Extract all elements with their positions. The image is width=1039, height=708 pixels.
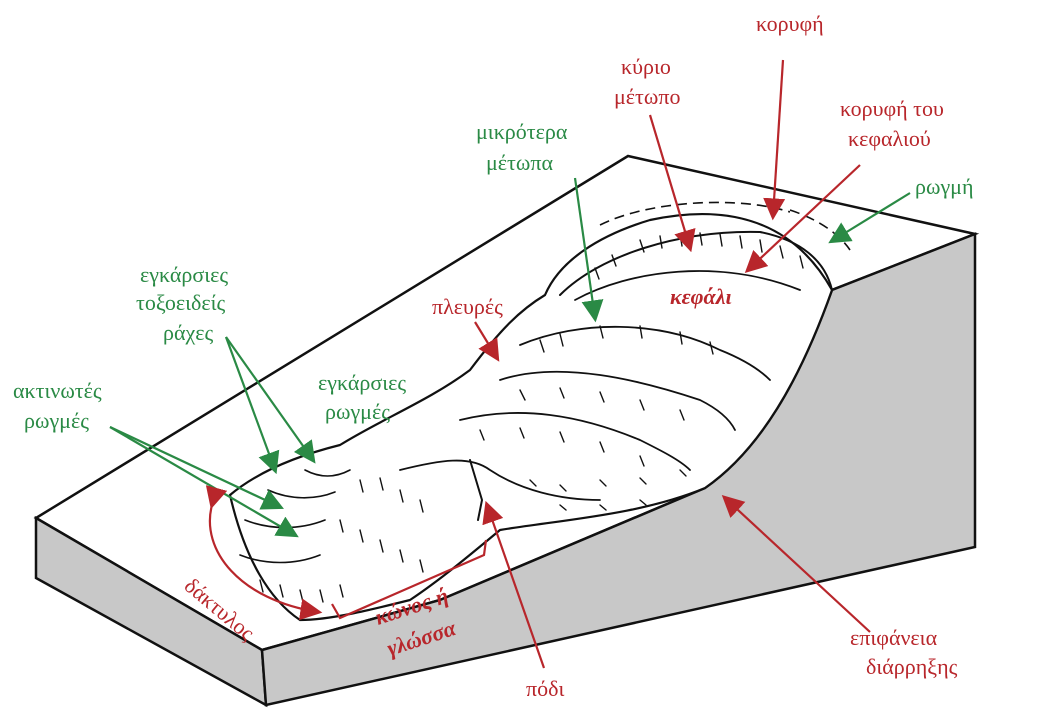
label-main-scarp-2: μέτωπο bbox=[614, 84, 680, 109]
label-foot: πόδι bbox=[526, 676, 564, 701]
label-minor-scarp-1: μικρότερα bbox=[476, 119, 568, 144]
label-crown: κορυφή bbox=[756, 11, 824, 36]
label-rupture-2: διάρρηξης bbox=[866, 654, 958, 679]
label-head: κεφάλι bbox=[670, 284, 732, 309]
label-transverse-ridges-2: τοξοειδείς bbox=[136, 290, 226, 315]
label-minor-scarp-2: μέτωπα bbox=[486, 150, 553, 175]
label-radial-cracks-1: ακτινωτές bbox=[13, 378, 102, 403]
label-transverse-ridges-3: ράχες bbox=[163, 320, 214, 345]
label-rupture-1: επιφάνεια bbox=[850, 625, 938, 650]
label-transverse-cracks-2: ρωγμές bbox=[325, 399, 390, 424]
label-radial-cracks-2: ρωγμές bbox=[24, 408, 89, 433]
label-transverse-ridges-1: εγκάρσιες bbox=[140, 262, 228, 287]
label-flanks: πλευρές bbox=[432, 294, 503, 319]
label-top-head-2: κεφαλιού bbox=[848, 126, 931, 151]
label-crack: ρωγμή bbox=[915, 174, 973, 199]
label-top-head-1: κορυφή του bbox=[840, 96, 944, 121]
label-main-scarp-1: κύριο bbox=[621, 54, 671, 79]
label-transverse-cracks-1: εγκάρσιες bbox=[318, 370, 406, 395]
